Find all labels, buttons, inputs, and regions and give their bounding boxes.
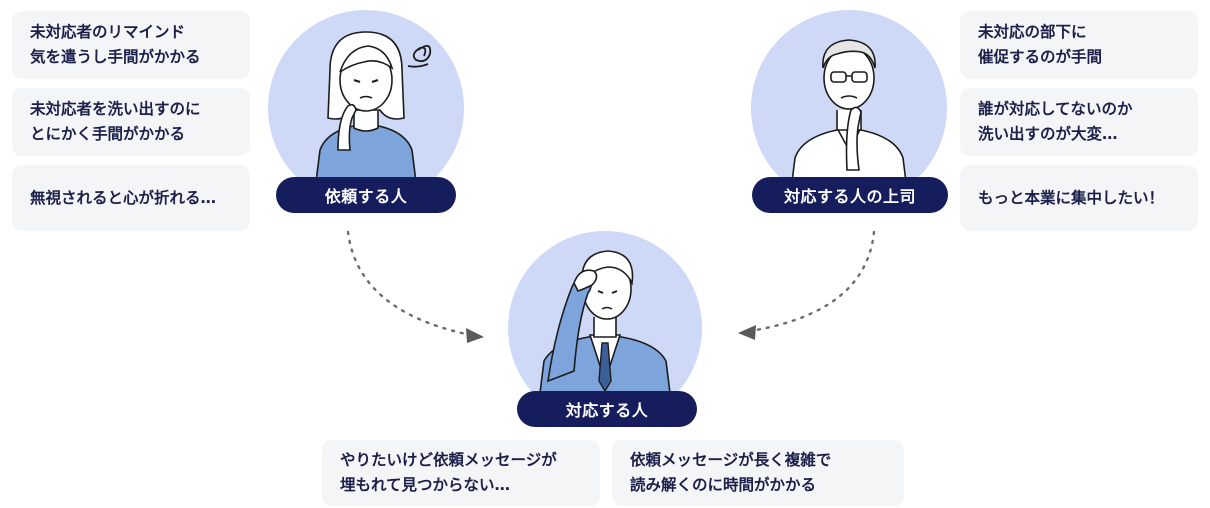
right-card-3: もっと本業に集中したい！ — [960, 165, 1198, 231]
left-card-3: 無視されると心が折れる… — [12, 165, 250, 231]
bottom-card-right: 依頼メッセージが長く複雑で 読み解くのに時間がかかる — [612, 440, 904, 506]
responder-label: 対応する人 — [517, 391, 697, 427]
requester-label: 依頼する人 — [276, 177, 456, 213]
right-card-1: 未対応の部下に 催促するのが手間 — [960, 11, 1198, 79]
arrow-requester-to-responder — [346, 230, 484, 343]
right-card-2: 誰が対応してないのか 洗い出すのが大変… — [960, 88, 1198, 156]
requester-illustration — [268, 10, 464, 206]
left-card-1: 未対応者のリマインド 気を遣うし手間がかかる — [12, 11, 250, 79]
left-card-2: 未対応者を洗い出すのに とにかく手間がかかる — [12, 88, 250, 156]
bottom-card-left: やりたいけど依頼メッセージが 埋もれて見つからない… — [322, 440, 600, 506]
boss-label: 対応する人の上司 — [752, 177, 948, 213]
arrow-boss-to-responder — [738, 230, 876, 340]
